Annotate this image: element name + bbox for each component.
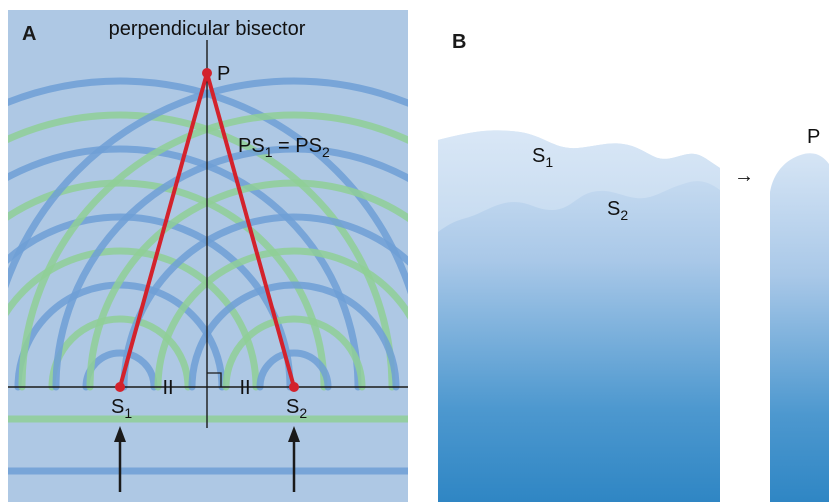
panel-b-label: B bbox=[452, 31, 466, 53]
source-1-letter: S bbox=[111, 396, 124, 418]
panel-b: B → S1 S2 P bbox=[438, 31, 829, 502]
equation-eq: = PS bbox=[272, 135, 321, 157]
equation-lhs: PS bbox=[238, 135, 265, 157]
wave-2-sub: 2 bbox=[620, 207, 628, 223]
wavefront-s2-8 bbox=[18, 111, 408, 391]
wave-body-left bbox=[438, 130, 720, 502]
panel-a-label: A bbox=[22, 23, 36, 45]
point-p-label-b: P bbox=[807, 126, 820, 148]
equation-rhs-sub: 2 bbox=[322, 144, 330, 160]
panel-a: II II A perpendicular bisector P PS1 = P… bbox=[8, 10, 408, 502]
wavefront-s1-8 bbox=[8, 111, 396, 391]
wavefront-s1-4 bbox=[8, 247, 260, 391]
wavefront-s1-6 bbox=[8, 179, 328, 391]
wavefront-s2-1 bbox=[256, 349, 332, 391]
wave-body-right bbox=[770, 153, 829, 502]
equal-tick-right: II bbox=[239, 377, 250, 399]
wave-2-letter: S bbox=[607, 198, 620, 220]
wavefront-s2-2 bbox=[222, 315, 366, 391]
line-p-s1 bbox=[118, 71, 209, 389]
perpendicular-bisector-title: perpendicular bisector bbox=[109, 18, 306, 40]
wavefront-s2-4 bbox=[154, 247, 408, 391]
source-1-label: S1 bbox=[111, 396, 132, 421]
source-2-label: S2 bbox=[286, 396, 307, 421]
source-2-letter: S bbox=[286, 396, 299, 418]
wavefront-s2-6 bbox=[86, 179, 408, 391]
point-p-dot bbox=[202, 68, 212, 78]
wave-1-letter: S bbox=[532, 145, 545, 167]
wave-1-label: S1 bbox=[532, 145, 553, 170]
incoming-arrow-right bbox=[288, 426, 300, 492]
wave-s1 bbox=[438, 130, 720, 232]
wavefront-s2-7 bbox=[52, 145, 408, 391]
source-2-sub: 2 bbox=[299, 405, 307, 421]
right-angle-marker bbox=[207, 372, 222, 387]
wave-2-label: S2 bbox=[607, 198, 628, 223]
wave-1-sub: 1 bbox=[545, 154, 553, 170]
incoming-arrow-left bbox=[114, 426, 126, 492]
line-p-s2 bbox=[205, 71, 296, 389]
point-p-label: P bbox=[217, 63, 230, 85]
source-1-dot bbox=[115, 382, 125, 392]
propagation-arrow: → bbox=[734, 165, 754, 187]
equation-lhs-sub: 1 bbox=[265, 144, 273, 160]
source-1-sub: 1 bbox=[124, 405, 132, 421]
source-2-dot bbox=[289, 382, 299, 392]
equation-label: PS1 = PS2 bbox=[238, 135, 330, 160]
wavefront-s1-7 bbox=[8, 145, 362, 391]
wavefront-s2-3 bbox=[188, 281, 400, 391]
equal-tick-left: II bbox=[162, 377, 173, 399]
wavefront-s2-9 bbox=[8, 77, 408, 289]
plane-waves bbox=[8, 415, 408, 475]
